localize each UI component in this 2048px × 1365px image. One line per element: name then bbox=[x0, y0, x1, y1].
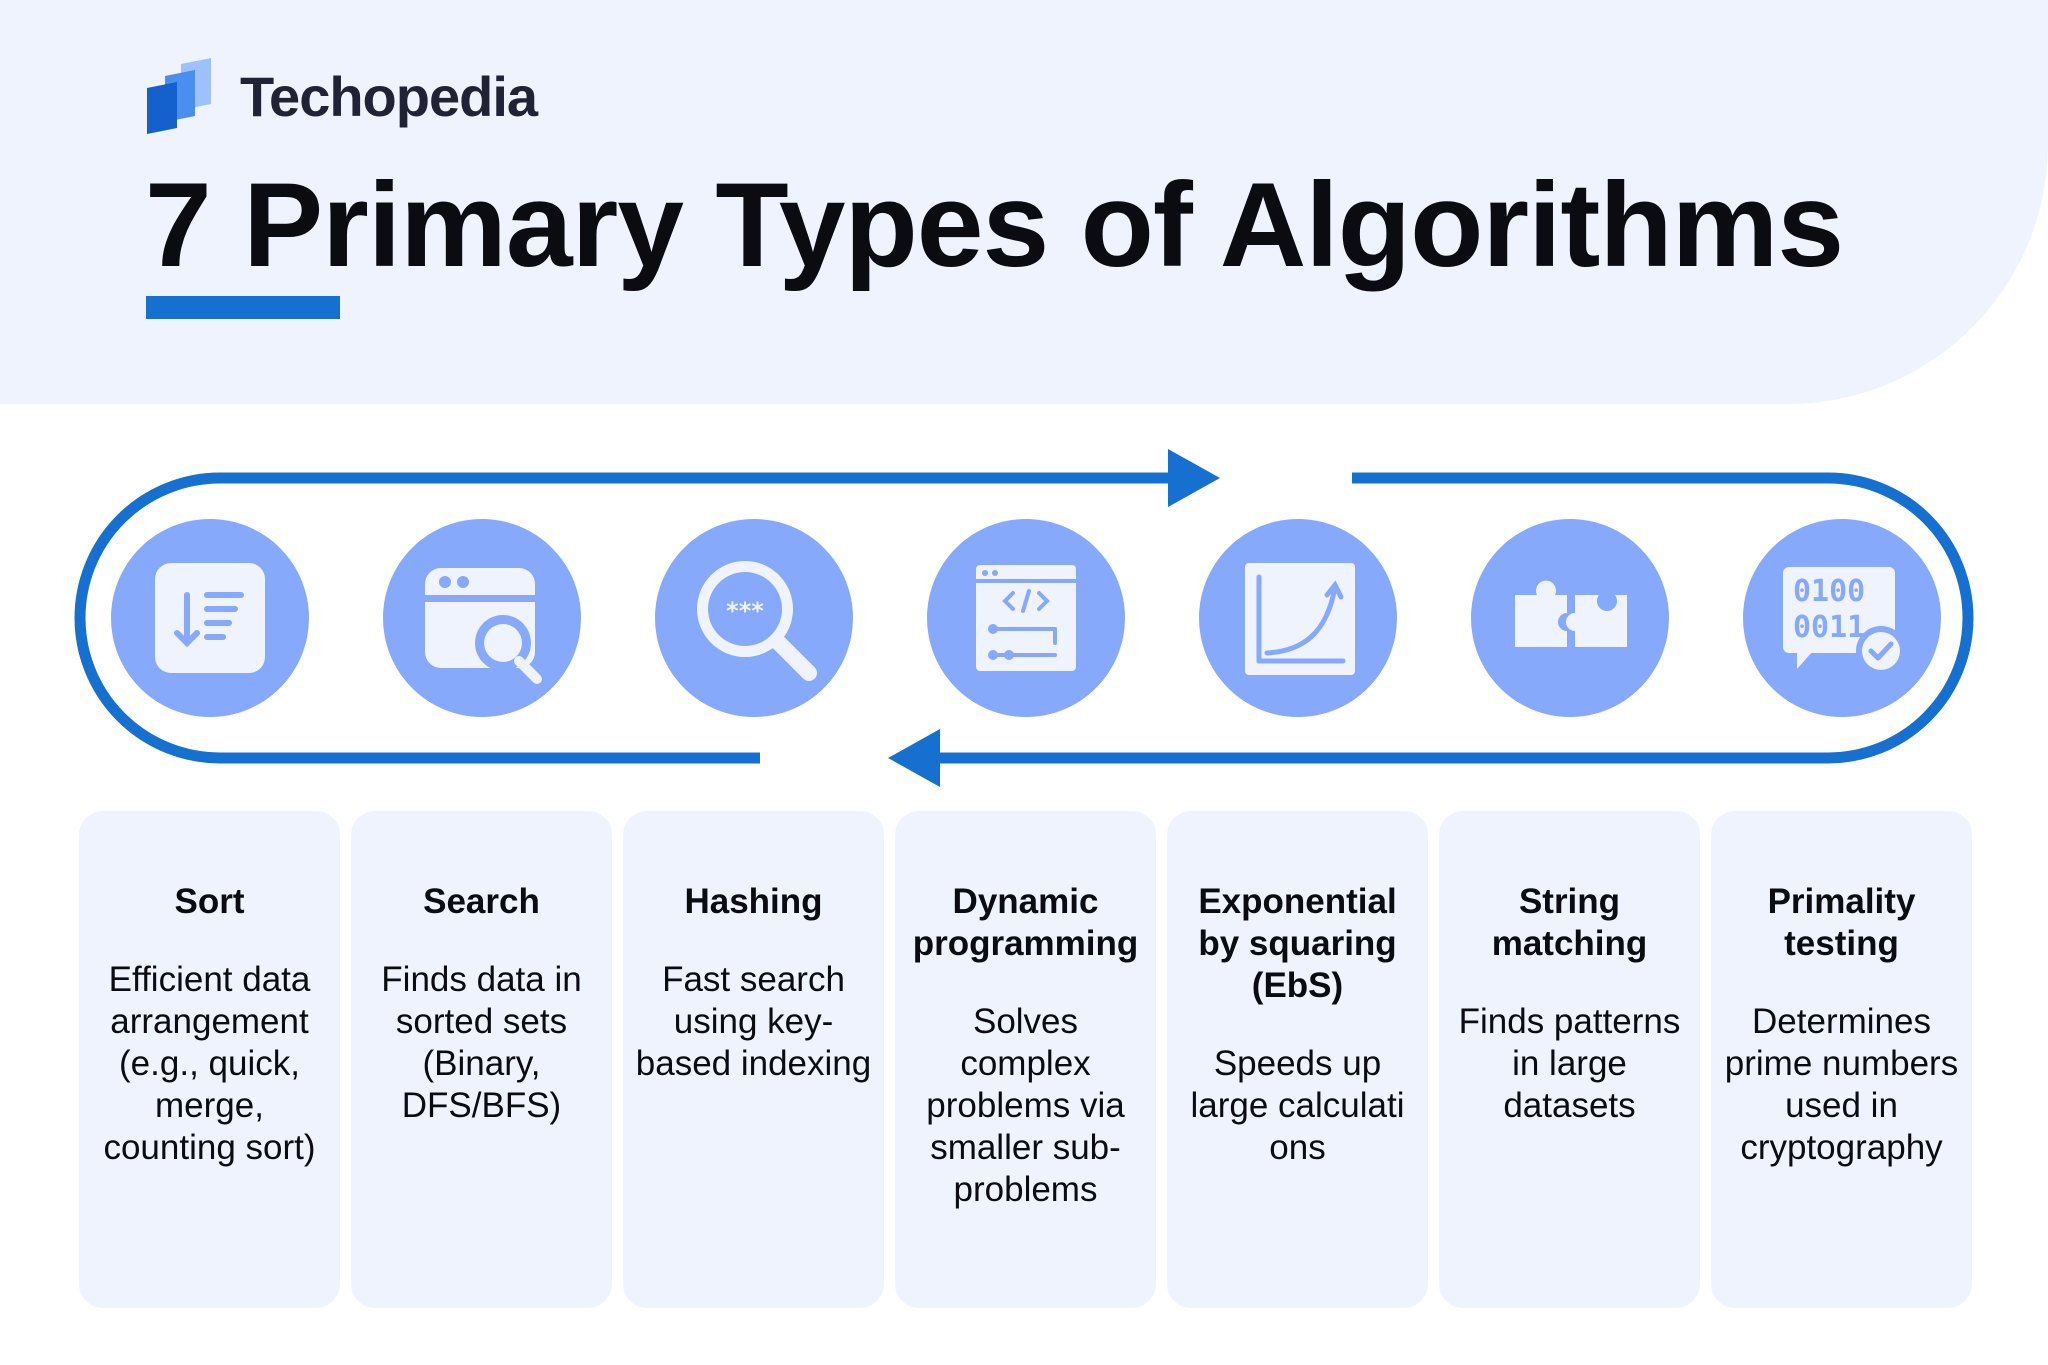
binary-check-icon: 0100 0011 bbox=[1743, 519, 1941, 717]
header-background bbox=[0, 0, 2048, 404]
card-title: Exponential by squaring (EbS) bbox=[1198, 882, 1397, 1005]
search-window-icon bbox=[383, 519, 581, 717]
card-title: Primality testing bbox=[1767, 882, 1916, 963]
techopedia-logo-icon bbox=[147, 58, 211, 134]
card-search: Search Finds data in sorted sets (Binary… bbox=[351, 811, 612, 1308]
puzzle-pieces-icon bbox=[1471, 519, 1669, 717]
card-description: Fast search using key-based indexing bbox=[635, 960, 872, 1083]
svg-text:0100: 0100 bbox=[1793, 574, 1865, 609]
code-flow-icon bbox=[927, 519, 1125, 717]
svg-text:***: *** bbox=[726, 597, 764, 625]
brand-name: Techopedia bbox=[240, 65, 538, 128]
card-title: Hashing bbox=[684, 882, 823, 921]
card-description: Speeds up large calculati ons bbox=[1190, 1044, 1405, 1167]
svg-text:0011: 0011 bbox=[1793, 610, 1865, 645]
card-description: Efficient data arrangement (e.g., quick,… bbox=[103, 960, 316, 1167]
card-title: Search bbox=[423, 882, 540, 921]
title-underline bbox=[146, 296, 340, 319]
hash-magnifier-icon: *** bbox=[655, 519, 853, 717]
card-description: Solves complex problems via smaller sub-… bbox=[926, 1002, 1125, 1209]
card-dynamic-programming: Dynamic programming Solves complex probl… bbox=[895, 811, 1156, 1308]
card-sort: Sort Efficient data arrangement (e.g., q… bbox=[79, 811, 340, 1308]
card-title: Sort bbox=[174, 882, 245, 921]
page-title: 7 Primary Types of Algorithms bbox=[145, 158, 1844, 292]
card-hashing: Hashing Fast search using key-based inde… bbox=[623, 811, 884, 1308]
card-primality-testing: Primality testing Determines prime numbe… bbox=[1711, 811, 1972, 1308]
card-string-matching: String matching Finds patterns in large … bbox=[1439, 811, 1700, 1308]
card-exponential-by-squaring: Exponential by squaring (EbS) Speeds up … bbox=[1167, 811, 1428, 1308]
card-description: Finds patterns in large datasets bbox=[1458, 1002, 1681, 1125]
card-title: Dynamic programming bbox=[912, 882, 1139, 963]
card-title: String matching bbox=[1491, 882, 1648, 963]
sort-list-icon bbox=[111, 519, 309, 717]
card-description: Determines prime numbers used in cryptog… bbox=[1724, 1002, 1959, 1167]
exponential-curve-icon bbox=[1199, 519, 1397, 717]
card-description: Finds data in sorted sets (Binary, DFS/B… bbox=[381, 960, 582, 1125]
